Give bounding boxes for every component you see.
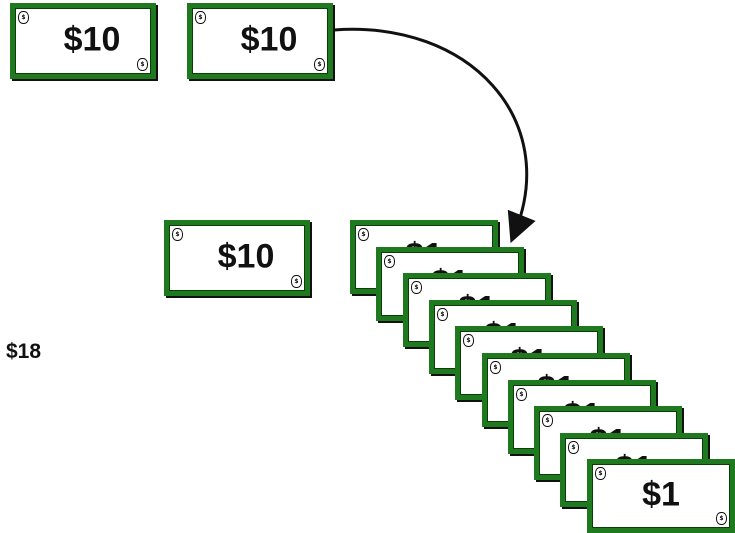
bill-amount: $10 xyxy=(240,20,298,59)
seal-icon: $ xyxy=(716,512,727,525)
seal-icon: $ xyxy=(137,58,148,71)
seal-icon: $ xyxy=(195,11,206,24)
seal-icon: $ xyxy=(490,361,501,374)
bill-amount: $10 xyxy=(217,237,275,276)
seal-icon: $ xyxy=(463,334,474,347)
ten-dollar-bill-1: $ $10 $ xyxy=(10,3,156,79)
seal-icon: $ xyxy=(411,281,422,294)
ten-dollar-bill-3: $ $10 $ xyxy=(164,220,310,296)
seal-icon: $ xyxy=(18,11,29,24)
seal-icon: $ xyxy=(568,441,579,454)
one-dollar-bill: $ $1 $ xyxy=(587,459,735,533)
seal-icon: $ xyxy=(291,275,302,288)
seal-icon: $ xyxy=(314,58,325,71)
seal-icon: $ xyxy=(384,255,395,268)
bill-amount: $1 xyxy=(642,475,680,514)
seal-icon: $ xyxy=(595,467,606,480)
seal-icon: $ xyxy=(172,228,183,241)
total-amount: $18 xyxy=(6,340,42,363)
seal-icon: $ xyxy=(437,308,448,321)
ten-dollar-bill-2: $ $10 $ xyxy=(187,3,333,79)
seal-icon: $ xyxy=(516,388,527,401)
bill-amount: $10 xyxy=(63,20,121,59)
arrow-curve xyxy=(333,27,536,244)
seal-icon: $ xyxy=(542,414,553,427)
